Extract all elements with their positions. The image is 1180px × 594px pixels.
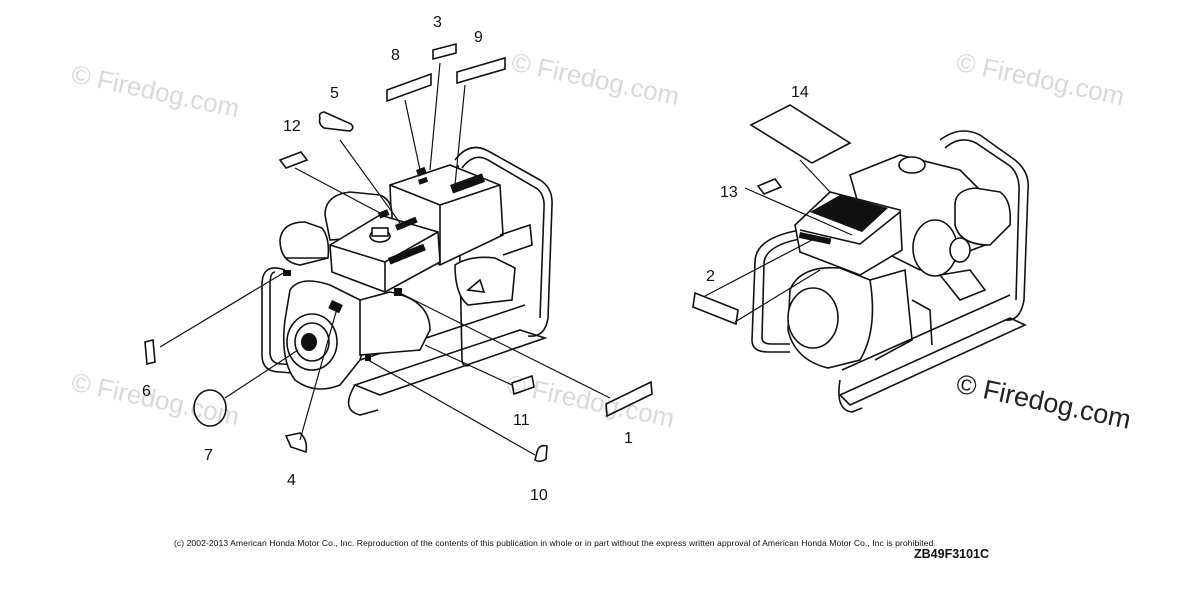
decal-2-shape xyxy=(692,291,739,326)
callout-8: 8 xyxy=(391,47,400,64)
callout-12: 12 xyxy=(283,118,301,135)
right-decals xyxy=(692,104,852,326)
callout-6: 6 xyxy=(142,383,151,400)
watermark-bottom-center: © Firedog.com xyxy=(504,369,677,434)
watermark-top-right: © Firedog.com xyxy=(954,47,1127,112)
decal-13-shape xyxy=(756,178,783,195)
pump-right-illustration xyxy=(751,130,1030,413)
pump-left-illustration xyxy=(261,146,553,416)
decal-1-shape xyxy=(605,380,653,418)
left-leader-lines xyxy=(159,62,611,456)
left-callouts: 3 8 9 5 12 6 7 4 11 1 10 xyxy=(142,14,633,504)
watermark-top-center: © Firedog.com xyxy=(509,47,682,112)
callout-11: 11 xyxy=(513,412,530,429)
callout-10: 10 xyxy=(530,487,548,504)
callout-7: 7 xyxy=(204,447,213,464)
callout-9: 9 xyxy=(474,29,483,46)
right-leader-lines xyxy=(704,159,853,323)
decal-11-shape xyxy=(511,374,535,396)
callout-3: 3 xyxy=(433,14,442,31)
callout-2: 2 xyxy=(706,268,715,285)
decal-3-shape xyxy=(432,42,457,61)
callout-5: 5 xyxy=(330,85,339,102)
right-callouts: 14 13 2 xyxy=(706,84,809,285)
watermark-main: © Firedog.com xyxy=(954,369,1134,435)
callout-4: 4 xyxy=(287,472,296,489)
callout-13: 13 xyxy=(720,184,738,201)
decal-4-shape xyxy=(284,432,308,454)
decal-12-shape xyxy=(278,151,309,169)
decal-8-shape xyxy=(386,72,432,103)
decal-5-shape xyxy=(318,111,354,132)
copyright-notice: (c) 2002-2013 American Honda Motor Co., … xyxy=(174,538,936,548)
decal-10-shape xyxy=(534,444,548,463)
watermark-top-left: © Firedog.com xyxy=(69,59,242,124)
callout-14: 14 xyxy=(791,84,809,101)
diagram-code: ZB49F3101C xyxy=(914,547,990,561)
decal-7-shape xyxy=(193,389,227,427)
decal-9-shape xyxy=(456,56,506,85)
decal-6-shape xyxy=(144,338,156,366)
callout-1: 1 xyxy=(624,430,633,447)
decal-14-shape xyxy=(749,104,852,164)
watermark-bottom-left: © Firedog.com xyxy=(69,367,242,432)
left-decals xyxy=(144,42,653,463)
